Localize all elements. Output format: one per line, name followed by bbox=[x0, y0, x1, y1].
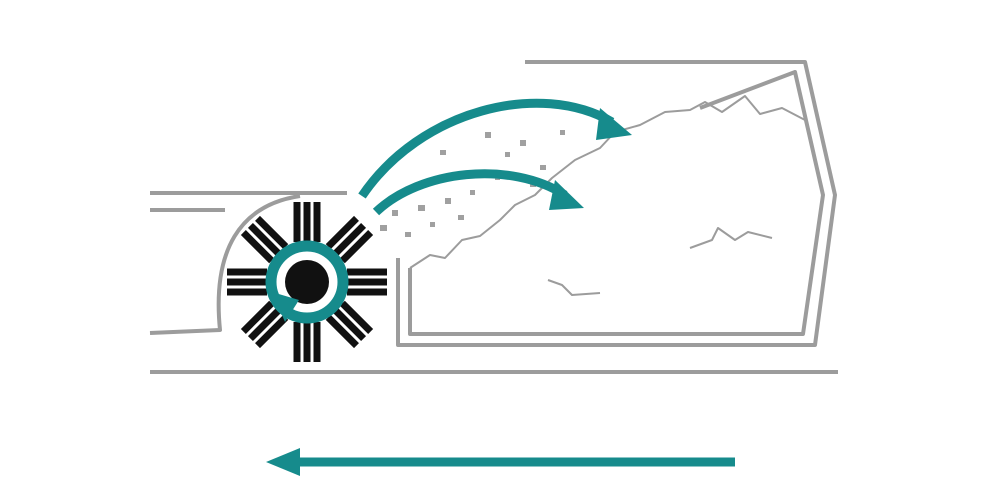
bristle bbox=[339, 230, 374, 264]
debris-particle bbox=[430, 222, 435, 227]
direction-arrow-head bbox=[266, 448, 300, 476]
debris-crack-1 bbox=[689, 227, 773, 249]
bristle bbox=[303, 202, 311, 242]
bristle bbox=[293, 322, 301, 362]
throw-arrow-upper-head bbox=[596, 108, 632, 140]
bristle bbox=[313, 322, 321, 362]
debris-particle bbox=[392, 210, 398, 216]
brush-housing-arc bbox=[149, 194, 301, 335]
throw-arrows bbox=[290, 98, 735, 467]
bristle bbox=[293, 202, 301, 242]
debris-particle bbox=[470, 190, 475, 195]
bristle bbox=[227, 288, 267, 296]
debris-particle bbox=[458, 215, 464, 220]
bristle-group bbox=[240, 300, 289, 349]
bristle bbox=[240, 230, 275, 264]
throw-arrow-lower bbox=[372, 169, 568, 216]
debris-particle bbox=[418, 205, 425, 211]
debris-particle bbox=[505, 152, 510, 157]
bristle-group bbox=[227, 268, 267, 296]
arrow-heads bbox=[266, 108, 632, 476]
throw-arrow-lower-head bbox=[549, 180, 584, 210]
bristle bbox=[247, 222, 282, 257]
bristle bbox=[325, 314, 359, 349]
debris-particle bbox=[485, 132, 491, 138]
bristle bbox=[303, 322, 311, 362]
bristle bbox=[347, 288, 387, 296]
bristle-group bbox=[325, 300, 374, 349]
debris-surface bbox=[409, 95, 806, 269]
bristle bbox=[347, 268, 387, 276]
bristle bbox=[240, 300, 275, 334]
bristle bbox=[255, 314, 289, 349]
bristle bbox=[347, 278, 387, 286]
brush bbox=[227, 202, 387, 362]
debris-particle bbox=[540, 165, 546, 170]
bristle-group bbox=[347, 268, 387, 296]
bristle bbox=[313, 202, 321, 242]
bristle bbox=[325, 215, 359, 250]
bristle-group bbox=[325, 215, 374, 264]
debris-particle bbox=[405, 232, 411, 237]
bristle bbox=[332, 307, 367, 342]
bristle bbox=[227, 268, 267, 276]
brush-hub bbox=[285, 260, 329, 304]
bristle-group bbox=[293, 322, 321, 362]
rotation-arrow-icon bbox=[272, 292, 299, 322]
rotation-ring bbox=[265, 240, 349, 324]
bristles bbox=[227, 202, 387, 362]
machine-outline bbox=[149, 60, 838, 374]
bristle bbox=[255, 215, 289, 250]
bristle-group bbox=[240, 215, 289, 264]
bristle bbox=[227, 278, 267, 286]
bristle bbox=[247, 307, 282, 342]
bristle bbox=[332, 222, 367, 257]
bristle bbox=[339, 300, 374, 334]
debris-particle bbox=[445, 198, 451, 204]
debris-crack-2 bbox=[547, 279, 601, 296]
hopper-outer bbox=[396, 60, 837, 347]
hopper-inner bbox=[408, 70, 825, 336]
debris-particle bbox=[440, 150, 446, 155]
bristle-group bbox=[293, 202, 321, 242]
debris-particle bbox=[520, 140, 526, 146]
debris-particle bbox=[380, 225, 387, 231]
throw-arrow-upper bbox=[358, 98, 615, 199]
debris-particle bbox=[560, 130, 565, 135]
